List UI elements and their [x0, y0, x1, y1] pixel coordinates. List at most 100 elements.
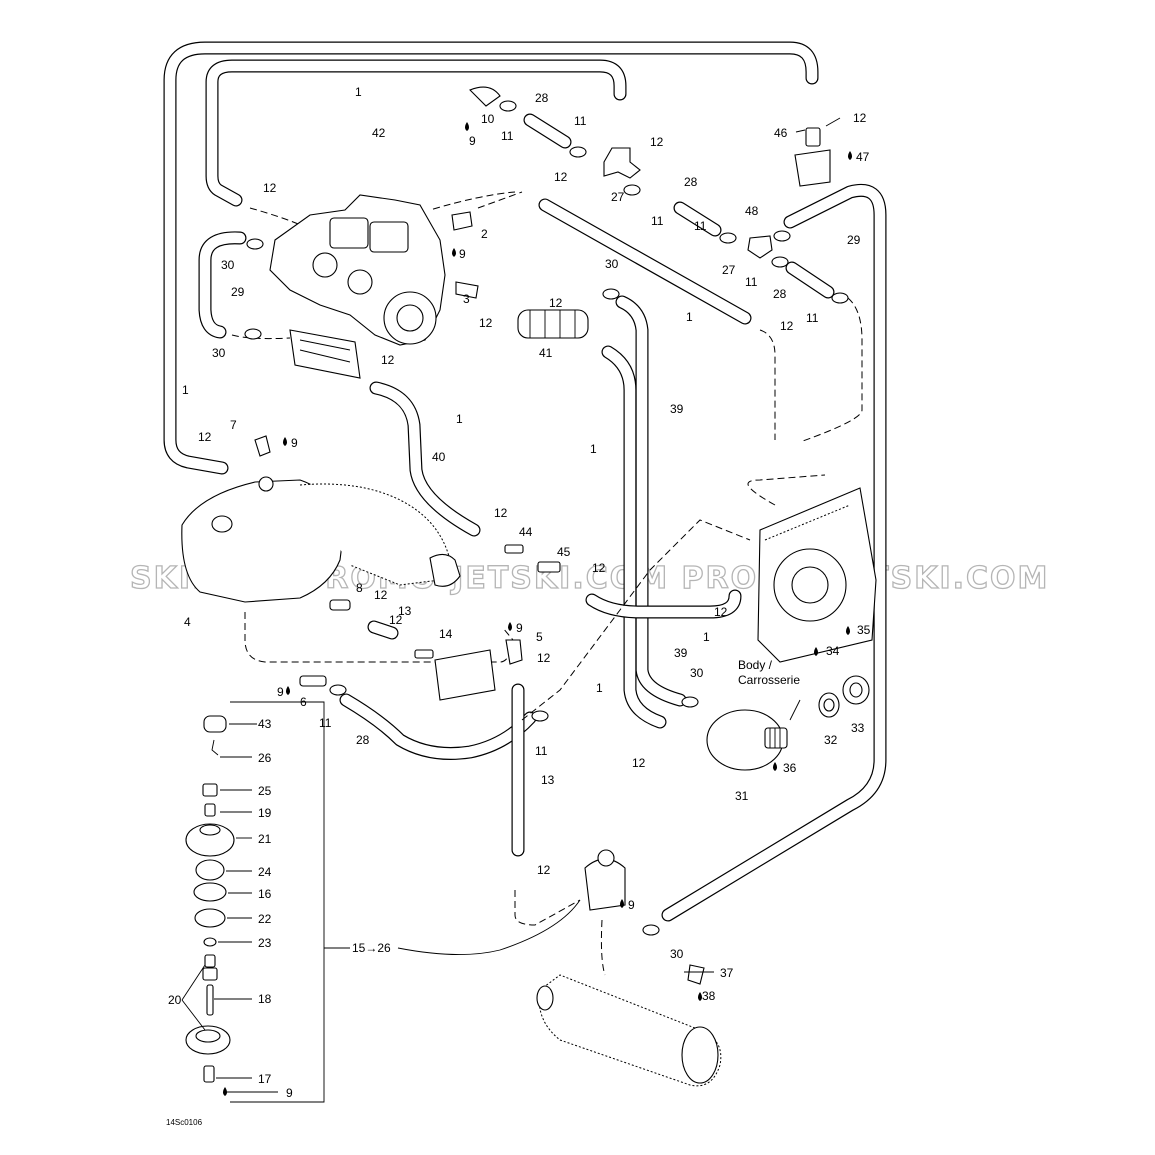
callout-1: 1	[456, 412, 463, 426]
callout-29: 29	[231, 285, 245, 299]
callout-8: 8	[356, 581, 363, 595]
callout-12: 12	[374, 588, 388, 602]
callout-39: 39	[674, 646, 688, 660]
callout-9: 9	[516, 621, 523, 635]
callout-20: 20	[168, 993, 182, 1007]
callout-1: 1	[182, 383, 189, 397]
oil-drop-icon	[848, 151, 852, 160]
callout-2: 2	[481, 227, 488, 241]
callout-16: 16	[258, 887, 272, 901]
part-47-pump	[794, 127, 831, 187]
callout-11: 11	[501, 129, 514, 143]
callout-14: 14	[439, 627, 453, 641]
callout-17: 17	[258, 1072, 272, 1086]
callout-36: 36	[783, 761, 797, 775]
callout-13: 13	[398, 604, 412, 618]
callout-11: 11	[319, 716, 332, 730]
callout-labels: 1 1 1 1 1 1 1 2 3 4 5 6 7 8 9 9 9 9 9 9 …	[166, 85, 871, 1127]
oil-drop-icon	[846, 626, 850, 635]
callout-22: 22	[258, 912, 272, 926]
callout-12: 12	[853, 111, 867, 125]
callout-12: 12	[549, 296, 563, 310]
callout-11: 11	[745, 275, 758, 289]
callout-19: 19	[258, 806, 272, 820]
callout-21: 21	[258, 832, 272, 846]
callout-6: 6	[300, 695, 307, 709]
callout-12: 12	[632, 756, 646, 770]
callout-40: 40	[432, 450, 446, 464]
callout-9: 9	[286, 1086, 293, 1100]
callout-12: 12	[389, 613, 403, 627]
callout-31: 31	[735, 789, 749, 803]
oil-drop-icon	[814, 647, 818, 656]
callout-35: 35	[857, 623, 871, 637]
callout-12: 12	[780, 319, 794, 333]
callout-12: 12	[714, 605, 728, 619]
group-bracket	[230, 701, 325, 1103]
callout-30: 30	[212, 346, 226, 360]
callout-29: 29	[847, 233, 861, 247]
callout-9: 9	[277, 685, 284, 699]
callout-26: 26	[258, 751, 272, 765]
callout-9: 9	[469, 134, 476, 148]
callout-25: 25	[258, 784, 272, 798]
callout-11: 11	[694, 219, 707, 233]
callout-3: 3	[463, 292, 470, 306]
callout-38: 38	[702, 989, 716, 1003]
part-31-tank	[706, 709, 788, 771]
exhaust-manifold	[757, 487, 877, 663]
callout-4: 4	[184, 615, 191, 629]
callout-34: 34	[826, 644, 840, 658]
callout-23: 23	[258, 936, 272, 950]
oil-drop-icon	[508, 622, 512, 631]
body-label: Carrosserie	[738, 673, 800, 687]
callout-47: 47	[856, 150, 870, 164]
callout-44: 44	[519, 525, 533, 539]
reservoir-body	[181, 476, 461, 603]
callout-28: 28	[535, 91, 549, 105]
callout-11: 11	[806, 311, 819, 325]
callout-39: 39	[670, 402, 684, 416]
callout-30: 30	[605, 257, 619, 271]
callout-12: 12	[537, 863, 551, 877]
callout-15-26: 15→26	[352, 941, 391, 955]
callout-12: 12	[554, 170, 568, 184]
reference-code: 14Sc0106	[166, 1118, 203, 1127]
oil-drop-icon	[773, 762, 777, 771]
callout-9: 9	[628, 898, 635, 912]
callout-1: 1	[590, 442, 597, 456]
callout-10: 10	[481, 112, 495, 126]
clamps-and-fittings	[244, 86, 849, 985]
part-32-33-fittings	[818, 675, 870, 718]
callout-46: 46	[774, 126, 788, 140]
callout-43: 43	[258, 717, 272, 731]
oil-drop-icon	[620, 899, 624, 908]
oil-drop-icon	[452, 248, 456, 257]
oil-drop-icon	[286, 686, 290, 695]
callout-24: 24	[258, 865, 272, 879]
callout-45: 45	[557, 545, 571, 559]
callout-13: 13	[541, 773, 555, 787]
callout-33: 33	[851, 721, 865, 735]
callout-27: 27	[722, 263, 736, 277]
leader-lines	[181, 117, 841, 1093]
oil-drop-icon	[223, 1087, 227, 1096]
part-41-filter	[517, 309, 589, 339]
callout-42: 42	[372, 126, 386, 140]
callout-18: 18	[258, 992, 272, 1006]
callout-27: 27	[611, 190, 625, 204]
callout-1: 1	[596, 681, 603, 695]
callout-1: 1	[355, 85, 362, 99]
oil-drop-icon	[283, 437, 287, 446]
callout-12: 12	[650, 135, 664, 149]
callout-37: 37	[720, 966, 734, 980]
callout-1: 1	[686, 310, 693, 324]
engine-assembly	[269, 194, 446, 379]
cap-assembly-stack	[185, 715, 235, 1083]
callout-12: 12	[198, 430, 212, 444]
callout-28: 28	[773, 287, 787, 301]
callout-28: 28	[356, 733, 370, 747]
callout-7: 7	[230, 418, 237, 432]
